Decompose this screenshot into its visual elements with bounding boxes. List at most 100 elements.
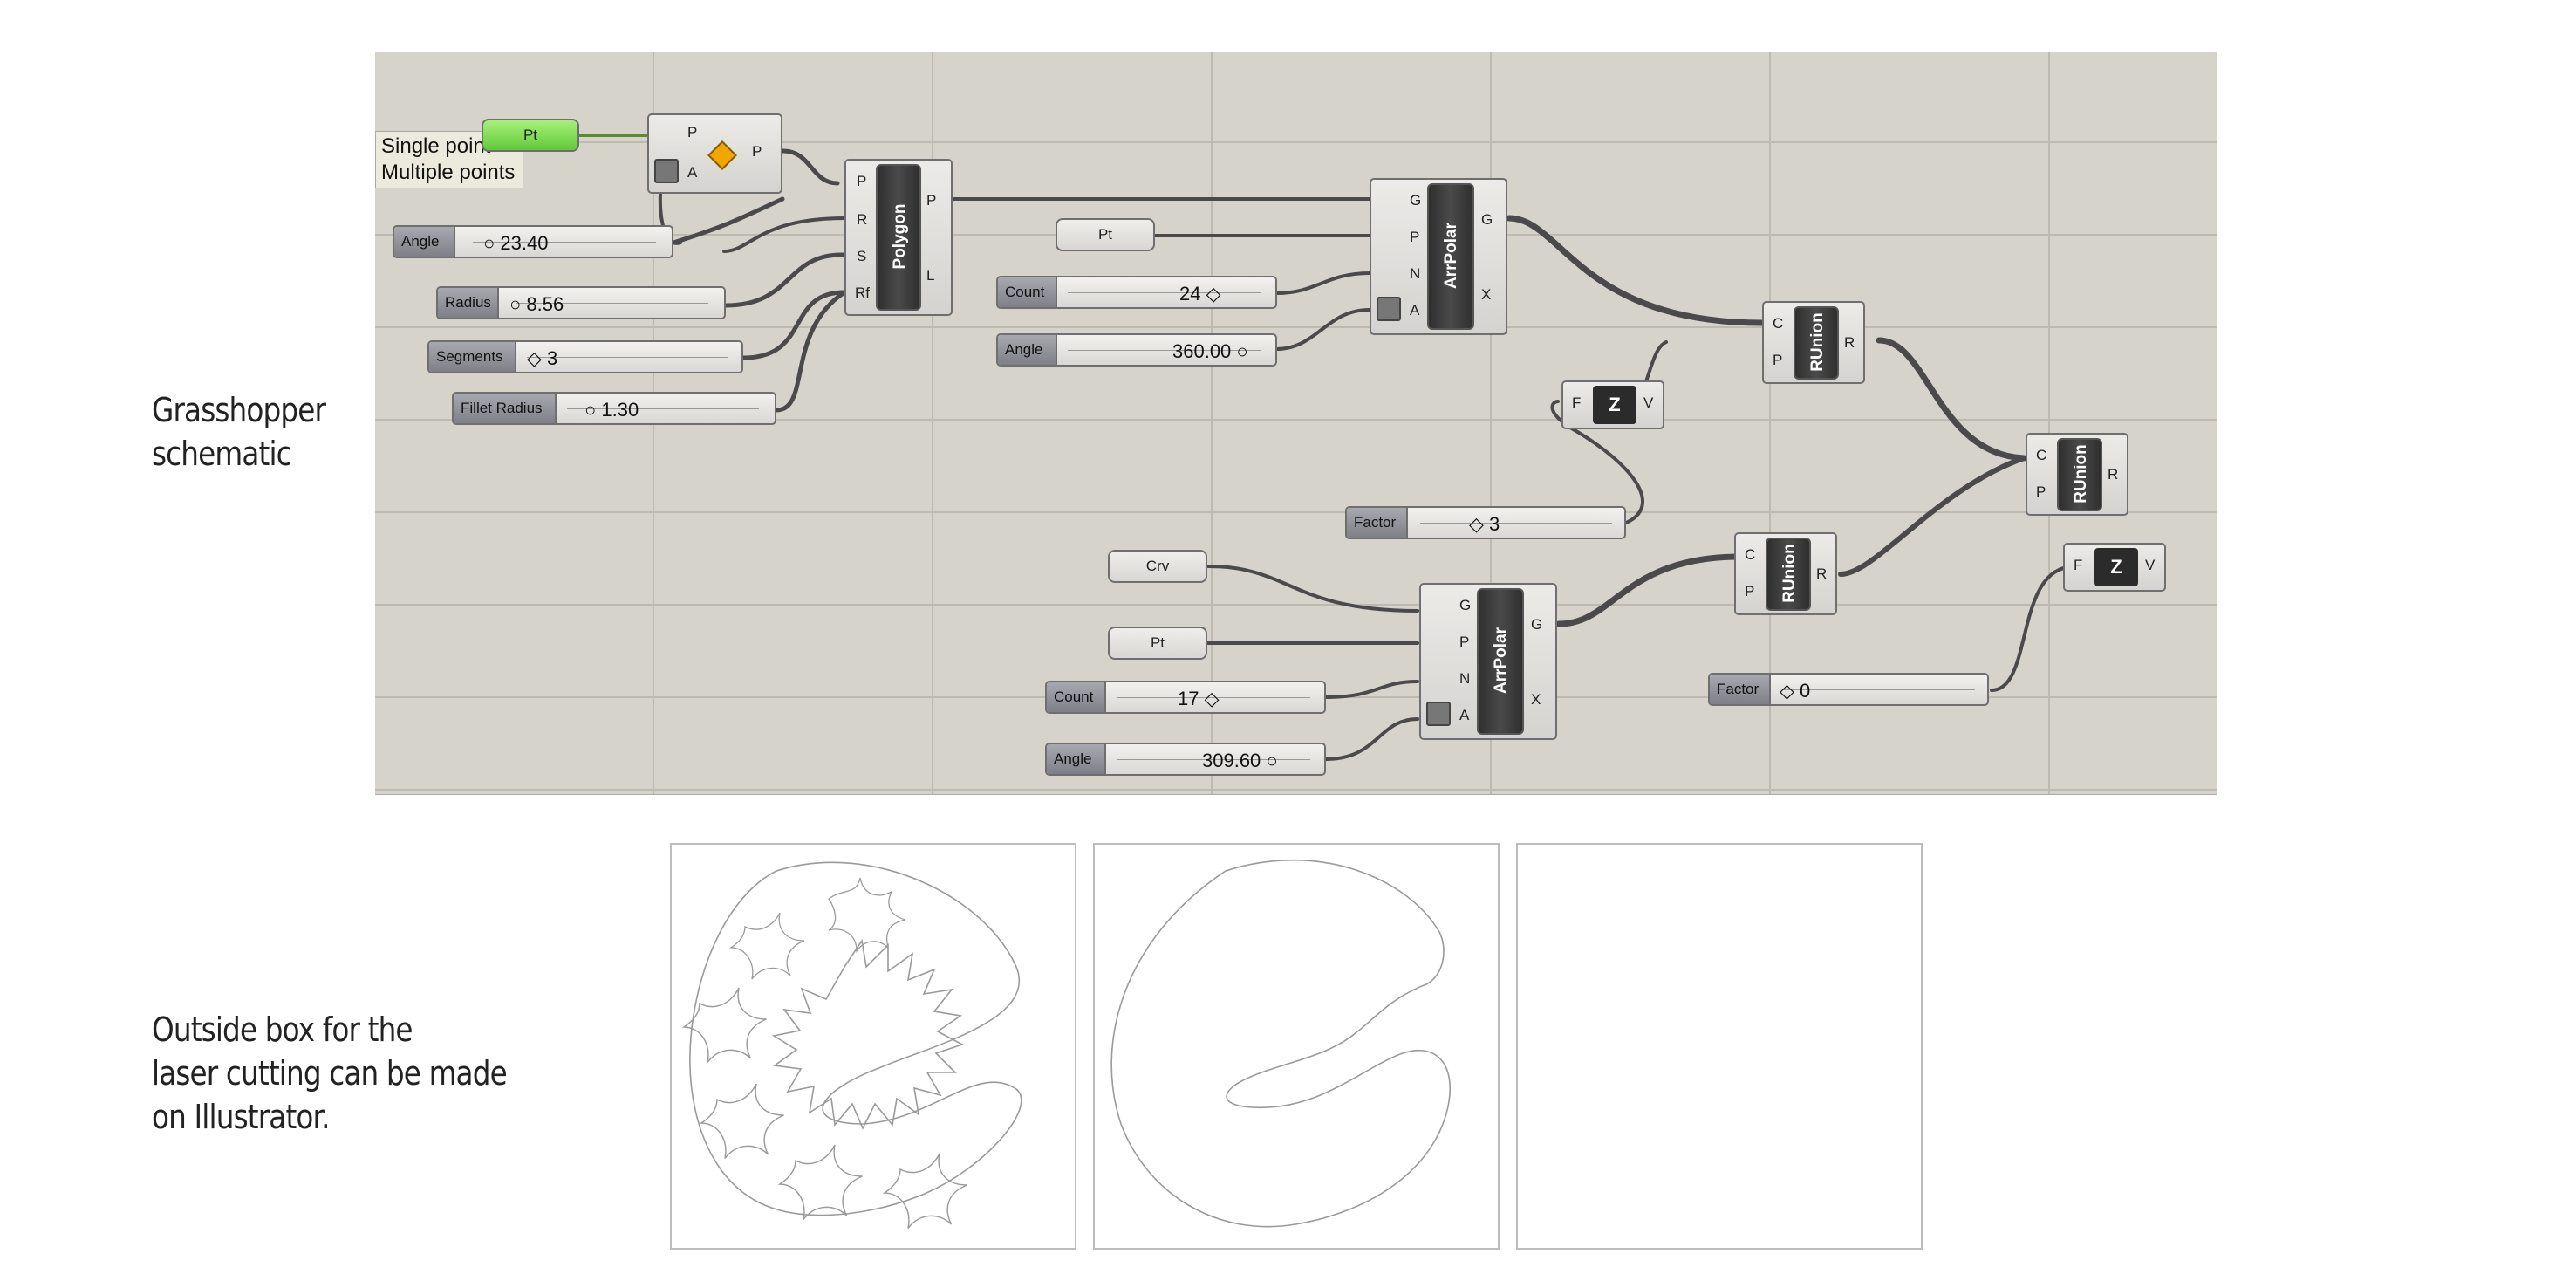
unit-z-component-1[interactable]: F V Z	[1561, 380, 1664, 429]
input-s: S	[857, 248, 867, 264]
input-c: C	[1745, 546, 1756, 563]
slider-track	[516, 303, 708, 304]
point-param-low[interactable]: Pt	[1108, 627, 1207, 660]
angle-slider-2[interactable]: Angle 360.00 ○	[996, 333, 1277, 367]
component-name: RUnion	[2072, 444, 2090, 504]
slider-track	[1783, 689, 1975, 690]
radius-slider[interactable]: Radius ○ 8.56	[436, 286, 726, 319]
arrpolar-component-2[interactable]: G P N A G X ArrPolar	[1419, 583, 1557, 740]
output-r: R	[2108, 466, 2119, 483]
component-name: ArrPolar	[1492, 627, 1510, 695]
runion-component-1[interactable]: C P R RUnion	[1762, 301, 1865, 384]
segments-slider[interactable]: Segments ◇ 3	[427, 340, 743, 373]
slider-label: Factor	[1710, 675, 1771, 704]
note-line: Outside box for the	[152, 1011, 413, 1049]
slider-label: Fillet Radius	[454, 394, 557, 423]
toggle-icon[interactable]	[654, 159, 679, 183]
output-v: V	[2145, 557, 2156, 573]
component-core: ArrPolar	[1477, 588, 1524, 735]
note-grasshopper-schematic: Grasshopper schematic	[152, 388, 326, 476]
polygon-component[interactable]: P R S Rf P L Polygon	[844, 159, 953, 316]
count-slider-1[interactable]: Count 24 ◇	[996, 276, 1277, 309]
output-g: G	[1481, 211, 1493, 228]
input-n: N	[1459, 670, 1471, 687]
value-text: 1.30	[601, 399, 639, 421]
input-p: P	[1745, 583, 1755, 599]
slider-label: Factor	[1347, 508, 1408, 538]
count-slider-2[interactable]: Count 17 ◇	[1045, 681, 1326, 714]
crescent-outline-shape	[1110, 860, 1451, 1228]
input-c: C	[2036, 447, 2047, 463]
factor-slider-2[interactable]: Factor ◇ 0	[1708, 673, 1989, 706]
slider-value: ◇ 0	[1780, 680, 1811, 702]
value-text: 360.00	[1172, 340, 1232, 362]
input-g: G	[1459, 597, 1472, 613]
slider-label: Count	[1047, 682, 1106, 712]
note-line: on Illustrator.	[152, 1098, 331, 1136]
angle-slider-1[interactable]: Angle ○ 23.40	[393, 225, 673, 258]
output-p: P	[752, 143, 762, 160]
component-name: Z	[2094, 548, 2138, 586]
unit-z-component-2[interactable]: F V Z	[2063, 543, 2166, 592]
angle-slider-3[interactable]: Angle 309.60 ○	[1045, 743, 1326, 776]
runion-component-2[interactable]: C P R RUnion	[1734, 532, 1837, 615]
toggle-icon[interactable]	[1377, 297, 1401, 321]
fillet-radius-slider[interactable]: Fillet Radius ○ 1.30	[452, 392, 776, 425]
input-p: P	[2036, 483, 2046, 500]
component-core: Polygon	[876, 164, 921, 311]
slider-track	[567, 408, 759, 409]
output-l: L	[926, 267, 935, 284]
point-param-mid[interactable]: Pt	[1056, 218, 1155, 251]
factor-slider-1[interactable]: Factor ◇ 3	[1345, 506, 1626, 539]
output-p: P	[926, 192, 937, 209]
note-line: Grasshopper	[152, 391, 326, 429]
component-name: ArrPolar	[1442, 222, 1460, 290]
param-label: Pt	[1097, 226, 1113, 243]
input-p: P	[687, 124, 698, 140]
slider-track	[473, 242, 656, 243]
slider-value: 24 ◇	[1179, 283, 1221, 305]
component-name: RUnion	[1808, 312, 1827, 372]
value-text: 3	[547, 347, 558, 369]
slider-value: 309.60 ○	[1202, 750, 1278, 771]
input-r: R	[857, 211, 868, 228]
input-rf: Rf	[855, 284, 870, 301]
output-g: G	[1531, 616, 1543, 633]
slider-label: Count	[998, 277, 1057, 307]
laser-cut-preview-empty	[1516, 843, 1923, 1250]
input-p: P	[1773, 352, 1783, 368]
value-text: 0	[1800, 680, 1811, 702]
tooltip-line: Multiple points	[381, 161, 516, 184]
slider-value: 17 ◇	[1178, 688, 1220, 709]
point-diamond-icon	[707, 140, 737, 170]
arrpolar-component-1[interactable]: G P N A G X ArrPolar	[1370, 178, 1507, 335]
toggle-icon[interactable]	[1426, 702, 1451, 726]
note-line: laser cutting can be made	[152, 1054, 508, 1093]
output-r: R	[1844, 334, 1855, 351]
component-core: ArrPolar	[1427, 183, 1474, 330]
component-core: RUnion	[2057, 438, 2102, 511]
param-label: Pt	[523, 127, 538, 143]
slider-track	[1117, 697, 1310, 698]
slider-value: ◇ 3	[1469, 513, 1500, 535]
slider-track	[1068, 292, 1261, 293]
input-p: P	[857, 173, 867, 189]
slider-track	[527, 357, 728, 358]
input-a: A	[1459, 707, 1470, 723]
slider-label: Angle	[1047, 744, 1106, 774]
value-text: 8.56	[526, 293, 564, 315]
curve-param[interactable]: Crv	[1108, 550, 1207, 583]
value-text: 309.60	[1202, 750, 1261, 771]
slider-label: Segments	[429, 342, 516, 372]
point-param-selected[interactable]: Pt	[482, 119, 579, 152]
laser-cut-preview-outline	[1093, 843, 1500, 1250]
slider-track	[1117, 759, 1310, 760]
point-component[interactable]: P A P	[647, 113, 782, 194]
input-c: C	[1773, 315, 1784, 332]
input-f: F	[2074, 557, 2083, 573]
output-x: X	[1531, 691, 1541, 708]
value-text: 24	[1179, 283, 1201, 305]
runion-component-3[interactable]: C P R RUnion	[2026, 433, 2128, 516]
grasshopper-canvas[interactable]: /* factor1 to zvec1 F */ Single point Mu…	[375, 52, 2217, 795]
slider-value: 360.00 ○	[1172, 340, 1248, 362]
